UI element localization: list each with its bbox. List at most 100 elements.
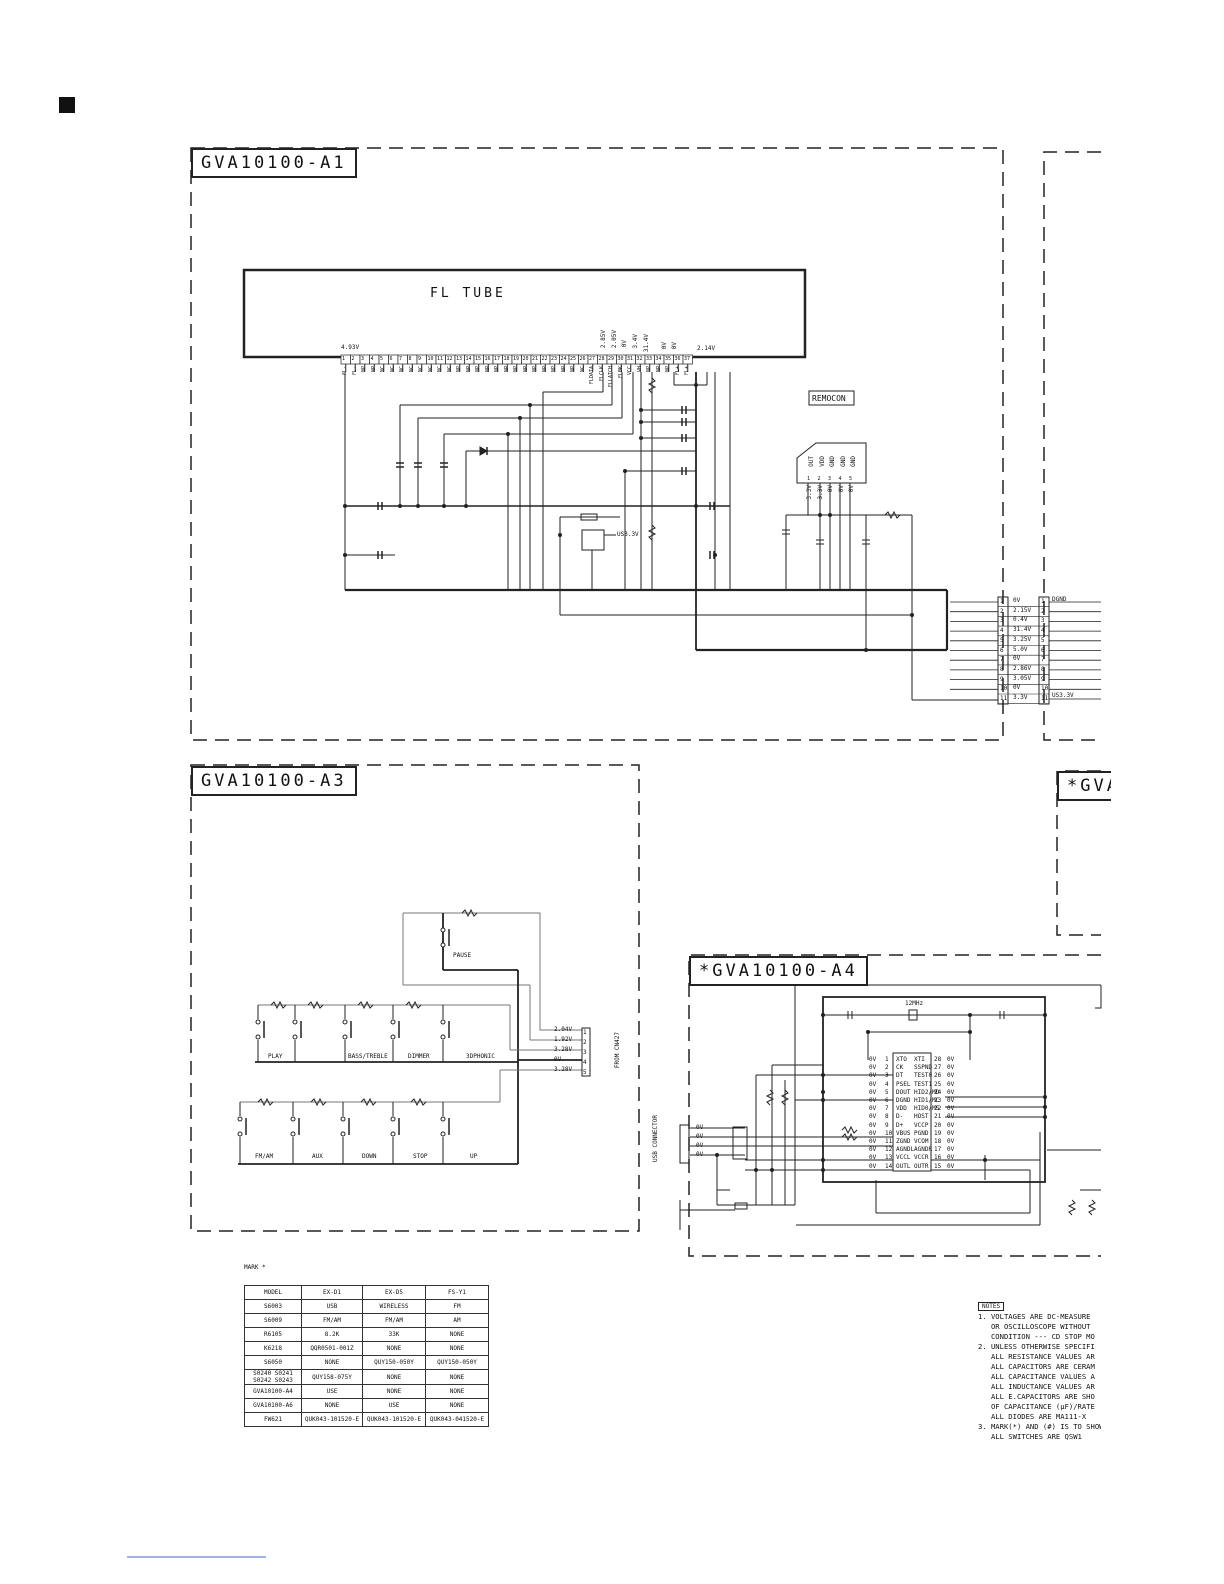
a4-ic-left-voltage: 0V [869, 1162, 877, 1170]
notes-line: ALL CAPACITANCE VALUES A [978, 1372, 1095, 1381]
fl-pin-number: 26 [579, 356, 586, 362]
a4-ic-right-name: TEST0 [914, 1072, 933, 1080]
a4-ic-left-pin: 13 [885, 1154, 893, 1162]
remocon-pin-name: GND [839, 456, 847, 467]
a1-conn-pin-right: 4 [1041, 627, 1045, 635]
block-a4-border [688, 954, 1101, 1257]
a4-ic-right-name: PGND [914, 1129, 929, 1137]
fl-voltage: 3.4V [632, 334, 639, 349]
a3-key-label: DIMMER [408, 1053, 430, 1060]
fl-pin-name: NP [484, 366, 491, 373]
fl-pin-name: FL+ [684, 366, 690, 376]
mark-table-cell: NONE [425, 1341, 489, 1356]
mark-table-cell: K6218 [244, 1341, 302, 1356]
fl-pin-name: FL+ [674, 366, 681, 376]
mark-table-cell: S6050 [244, 1355, 302, 1370]
a3-key-label: DOWN [362, 1153, 377, 1160]
a3-conn-voltage: 3.28V [554, 1046, 573, 1053]
mark-table-cell: FM/AM [362, 1313, 426, 1328]
mark-table-cell: S6003 [244, 1299, 302, 1314]
remocon-pin-number: 4 [838, 476, 842, 482]
fl-pin-number: 5 [380, 356, 384, 362]
mark-table-cell: NONE [425, 1398, 489, 1413]
a4-ic-right-voltage: 0V [947, 1113, 955, 1121]
fl-pin-name: NC [380, 366, 386, 373]
a4-ic-right-pin: 21 [934, 1113, 942, 1121]
fl-pin-name: NC [446, 366, 453, 373]
mark-table-cell: R6105 [244, 1327, 302, 1342]
notes-line: ALL CAPACITORS ARE CERAM [978, 1362, 1095, 1371]
fl-pin-number: 6 [389, 356, 393, 362]
mark-table-cell: NONE [362, 1341, 426, 1356]
fl-pin-name: NP [370, 366, 377, 373]
remocon-pin-name: GND [829, 456, 836, 467]
a4-ic-right-pin: 22 [934, 1105, 942, 1113]
remocon-module [796, 442, 867, 484]
mark-table-cell: AM [425, 1313, 489, 1328]
a3-key-label: PLAY [268, 1053, 283, 1060]
fl-pin-number: 9 [418, 356, 422, 362]
a4-ic-right-voltage: 0V [947, 1129, 955, 1137]
fl-pin-number: 16 [484, 356, 491, 362]
fl-pin-number: 20 [522, 356, 529, 362]
a1-conn-voltage: 5.0V [1013, 645, 1028, 653]
a4-ic-left-pin: 9 [885, 1121, 889, 1129]
fl-pin-name: NP [456, 366, 462, 373]
a4-ic-left-pin: 5 [885, 1088, 889, 1096]
fl-voltage: 2.85V [600, 330, 607, 349]
a4-ic-right-pin: 24 [934, 1088, 942, 1096]
block-title-a3: GVA10100-A3 [191, 766, 357, 796]
a4-ic-left-name: OUTL [896, 1162, 911, 1170]
fl-pin-number: 13 [456, 356, 463, 362]
block-title-a5: *GVA [1057, 771, 1111, 801]
fl-pin-number: 17 [494, 356, 501, 362]
a4-ic-right-name: HID0/MS [914, 1105, 940, 1113]
a3-conn-pin: 4 [583, 1059, 587, 1066]
notes-line: ALL E.CAPACITORS ARE SHO [978, 1392, 1095, 1401]
a4-ic-right-name: TEST1 [914, 1080, 933, 1088]
fl-pin-number: 25 [570, 356, 577, 362]
a1-circuit [242, 268, 1101, 701]
notes-title: NOTES [978, 1302, 1005, 1311]
a4-ic-right-voltage: 0V [947, 1072, 955, 1080]
a1-conn-pin-right: 2 [1041, 607, 1045, 615]
a1-conn-pin-left: 4 [1000, 627, 1004, 635]
fl-pin-number: 18 [503, 356, 510, 362]
mark-table-cell: MODEL [244, 1285, 302, 1300]
a4-ic-right-pin: 18 [934, 1138, 942, 1145]
a4-ic-left-name: VBUS [896, 1129, 911, 1137]
a4-ic-left-name: VDD [896, 1105, 907, 1113]
a1-conn-pin-right: 10 [1041, 685, 1049, 693]
fl-pin-number: 11 [437, 356, 444, 362]
mark-table-cell: NONE [425, 1369, 489, 1385]
mark-table-cell: NONE [301, 1398, 363, 1413]
a4-ic-left-name: AGNDL [896, 1146, 915, 1154]
a4-usb-voltage: 0V [696, 1151, 704, 1158]
fl-pin-number: 23 [551, 356, 558, 362]
mark-table-cell: 33K [362, 1327, 426, 1342]
mark-table-cell: FW621 [244, 1412, 302, 1427]
a4-ic-left-pin: 12 [885, 1146, 893, 1154]
remocon-label-box [808, 390, 855, 406]
mark-table-cell: QUY158-075Y [301, 1369, 363, 1385]
fl-pin-number: 3 [361, 356, 365, 362]
a4-ic-right-voltage: 0V [947, 1097, 955, 1104]
a1-conn-pin-left: 5 [1000, 636, 1004, 644]
fl-pin-name: FLCLK [598, 366, 605, 382]
block-title-a1: GVA10100-A1 [191, 148, 357, 178]
a4-ic-right-voltage: 0V [947, 1162, 955, 1170]
conn-right-dgnd: DGND [1052, 596, 1067, 603]
a4-ic-left-voltage: 0V [869, 1154, 877, 1162]
a1-connector [997, 596, 1050, 705]
fl-pin-number: 19 [513, 356, 520, 362]
fl-pin-name: FL- [342, 366, 348, 376]
a4-ic-right-voltage: 0V [947, 1088, 955, 1096]
notes-body: 1. VOLTAGES ARE DC-MEASURE OR OSCILLOSCO… [978, 1312, 1101, 1442]
